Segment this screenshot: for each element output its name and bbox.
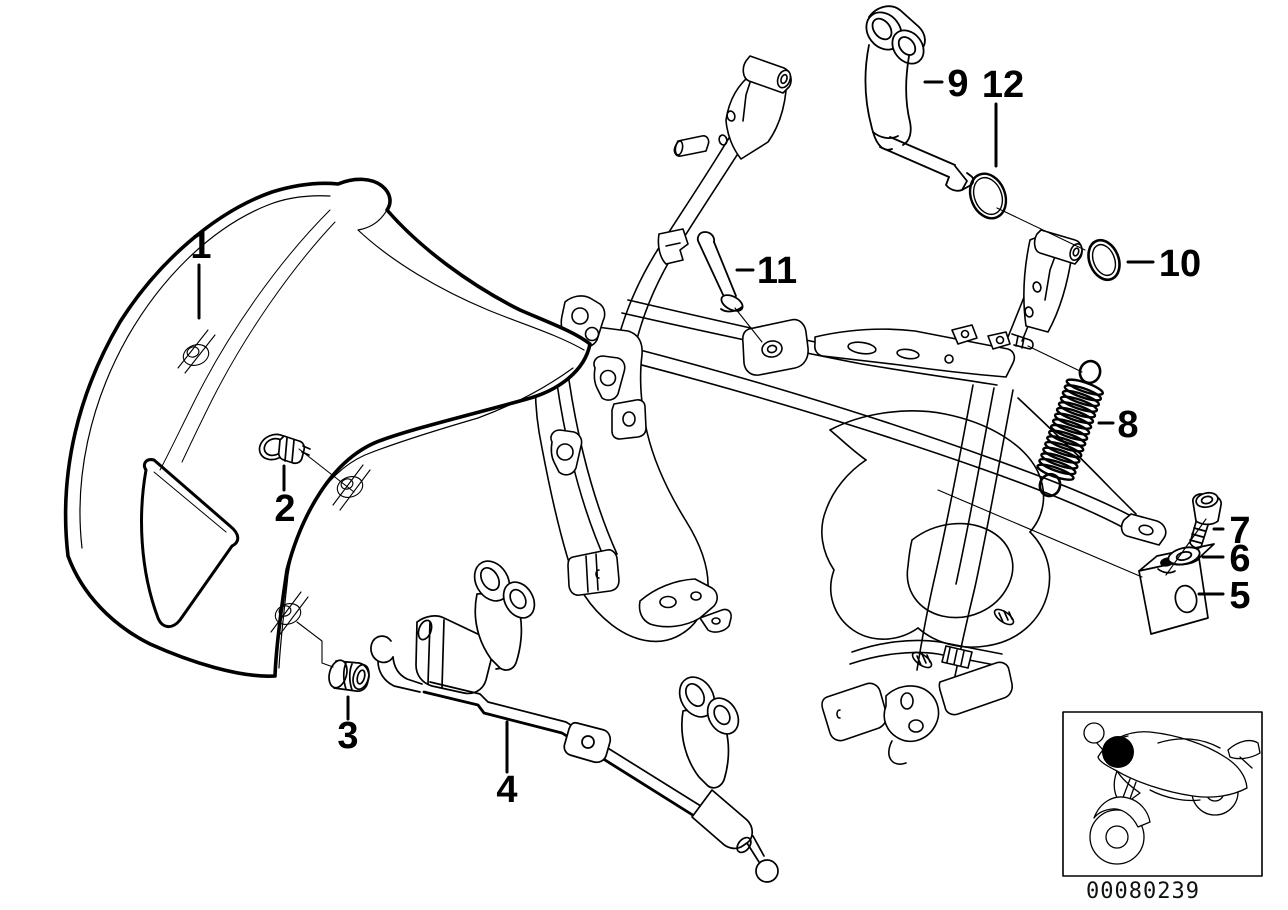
fairing-frame-assembly <box>534 55 1167 765</box>
part-8-tension-spring <box>1036 359 1105 498</box>
fairing-mount-grommet-upper <box>177 329 216 374</box>
callout-label-12: 12 <box>982 64 1024 106</box>
callout-label-4: 4 <box>496 769 517 811</box>
leader-lines-thin <box>296 207 1207 668</box>
callout-label-5: 5 <box>1229 575 1250 617</box>
callout-label-6: 6 <box>1229 538 1250 580</box>
part-4-support-bar <box>370 560 779 883</box>
motorcycle-icon <box>1083 722 1261 865</box>
fairing-mount-grommet-middle <box>332 464 371 511</box>
fairing-mount-grommet-lower <box>270 591 309 638</box>
callout-label-3: 3 <box>337 715 358 757</box>
callout-leader-lines <box>197 80 1225 774</box>
part-number: 00080239 <box>1086 879 1200 904</box>
part-7-screw <box>1189 491 1223 549</box>
callout-label-11: 11 <box>757 250 797 292</box>
part-3-spacer-sleeve <box>328 659 370 692</box>
callout-label-8: 8 <box>1117 404 1138 446</box>
callout-labels: 1 2 3 4 5 6 7 8 9 10 11 12 <box>190 63 1250 811</box>
callout-label-9: 9 <box>947 63 968 105</box>
callout-label-2: 2 <box>274 488 295 530</box>
part-1-windshield <box>63 177 592 678</box>
callout-label-1: 1 <box>190 225 211 267</box>
callout-label-10: 10 <box>1159 243 1201 285</box>
location-thumbnail: 00080239 <box>1062 711 1263 904</box>
fairing-location-dot <box>1102 736 1134 768</box>
part-2-bolt <box>258 433 311 465</box>
part-9-lever <box>864 5 975 192</box>
part-11-pin <box>696 231 744 313</box>
part-12-o-ring <box>968 172 1008 220</box>
callout-label-7: 7 <box>1229 510 1250 552</box>
part-10-retaining-ring <box>1087 238 1121 282</box>
